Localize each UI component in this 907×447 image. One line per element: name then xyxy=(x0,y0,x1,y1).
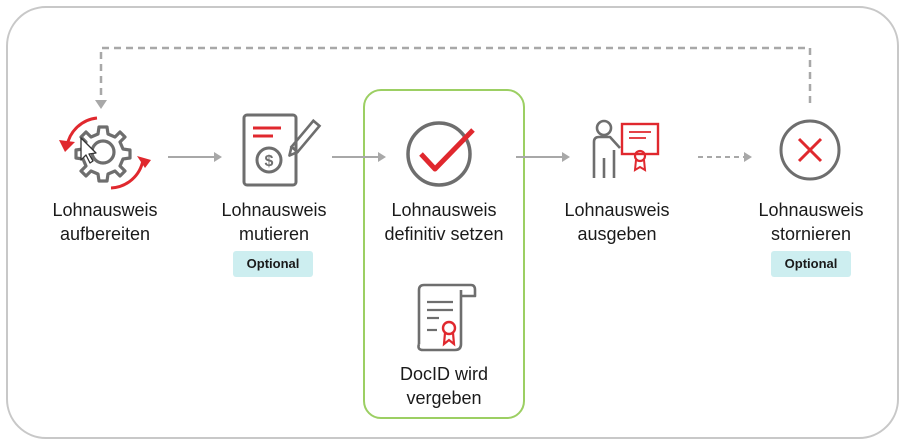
step-label-aufbereiten: Lohnausweis aufbereiten xyxy=(20,198,190,246)
step-label-definitiv-setzen: Lohnausweis definitiv setzen xyxy=(359,198,529,246)
sub-step-line2: vergeben xyxy=(406,388,482,408)
return-dashed-line xyxy=(99,46,812,103)
step-label-line2: aufbereiten xyxy=(59,224,151,244)
person-certificate-icon xyxy=(592,119,660,178)
gear-cycle-icon xyxy=(59,116,151,190)
step-label-line1: Lohnausweis xyxy=(758,200,864,220)
certificate-scroll-icon xyxy=(417,283,477,352)
highlight-box-definitiv xyxy=(363,89,525,419)
step-label-line1: Lohnausweis xyxy=(221,200,327,220)
step-label-line2: mutieren xyxy=(238,224,310,244)
step-label-mutieren: Lohnausweis mutieren xyxy=(189,198,359,246)
sub-step-line1: DocID wird xyxy=(399,364,488,384)
step-label-ausgeben: Lohnausweis ausgeben xyxy=(532,198,702,246)
step-label-line1: Lohnausweis xyxy=(391,200,497,220)
x-circle-icon xyxy=(779,119,841,181)
return-arrowhead xyxy=(95,100,107,109)
optional-badge-stornieren: Optional xyxy=(771,251,851,277)
step-label-line1: Lohnausweis xyxy=(564,200,670,220)
step-label-line1: Lohnausweis xyxy=(52,200,158,220)
step-label-line2: stornieren xyxy=(770,224,852,244)
step-label-line2: ausgeben xyxy=(577,224,657,244)
document-dollar-pen-icon: $ xyxy=(242,113,322,187)
sub-step-label-docid: DocID wird vergeben xyxy=(359,362,529,410)
step-label-stornieren: Lohnausweis stornieren xyxy=(726,198,896,246)
checkmark-circle-icon xyxy=(406,121,475,187)
optional-badge-mutieren: Optional xyxy=(233,251,313,277)
diagram-frame xyxy=(6,6,899,439)
svg-text:$: $ xyxy=(265,153,274,170)
step-label-line2: definitiv setzen xyxy=(384,224,504,244)
